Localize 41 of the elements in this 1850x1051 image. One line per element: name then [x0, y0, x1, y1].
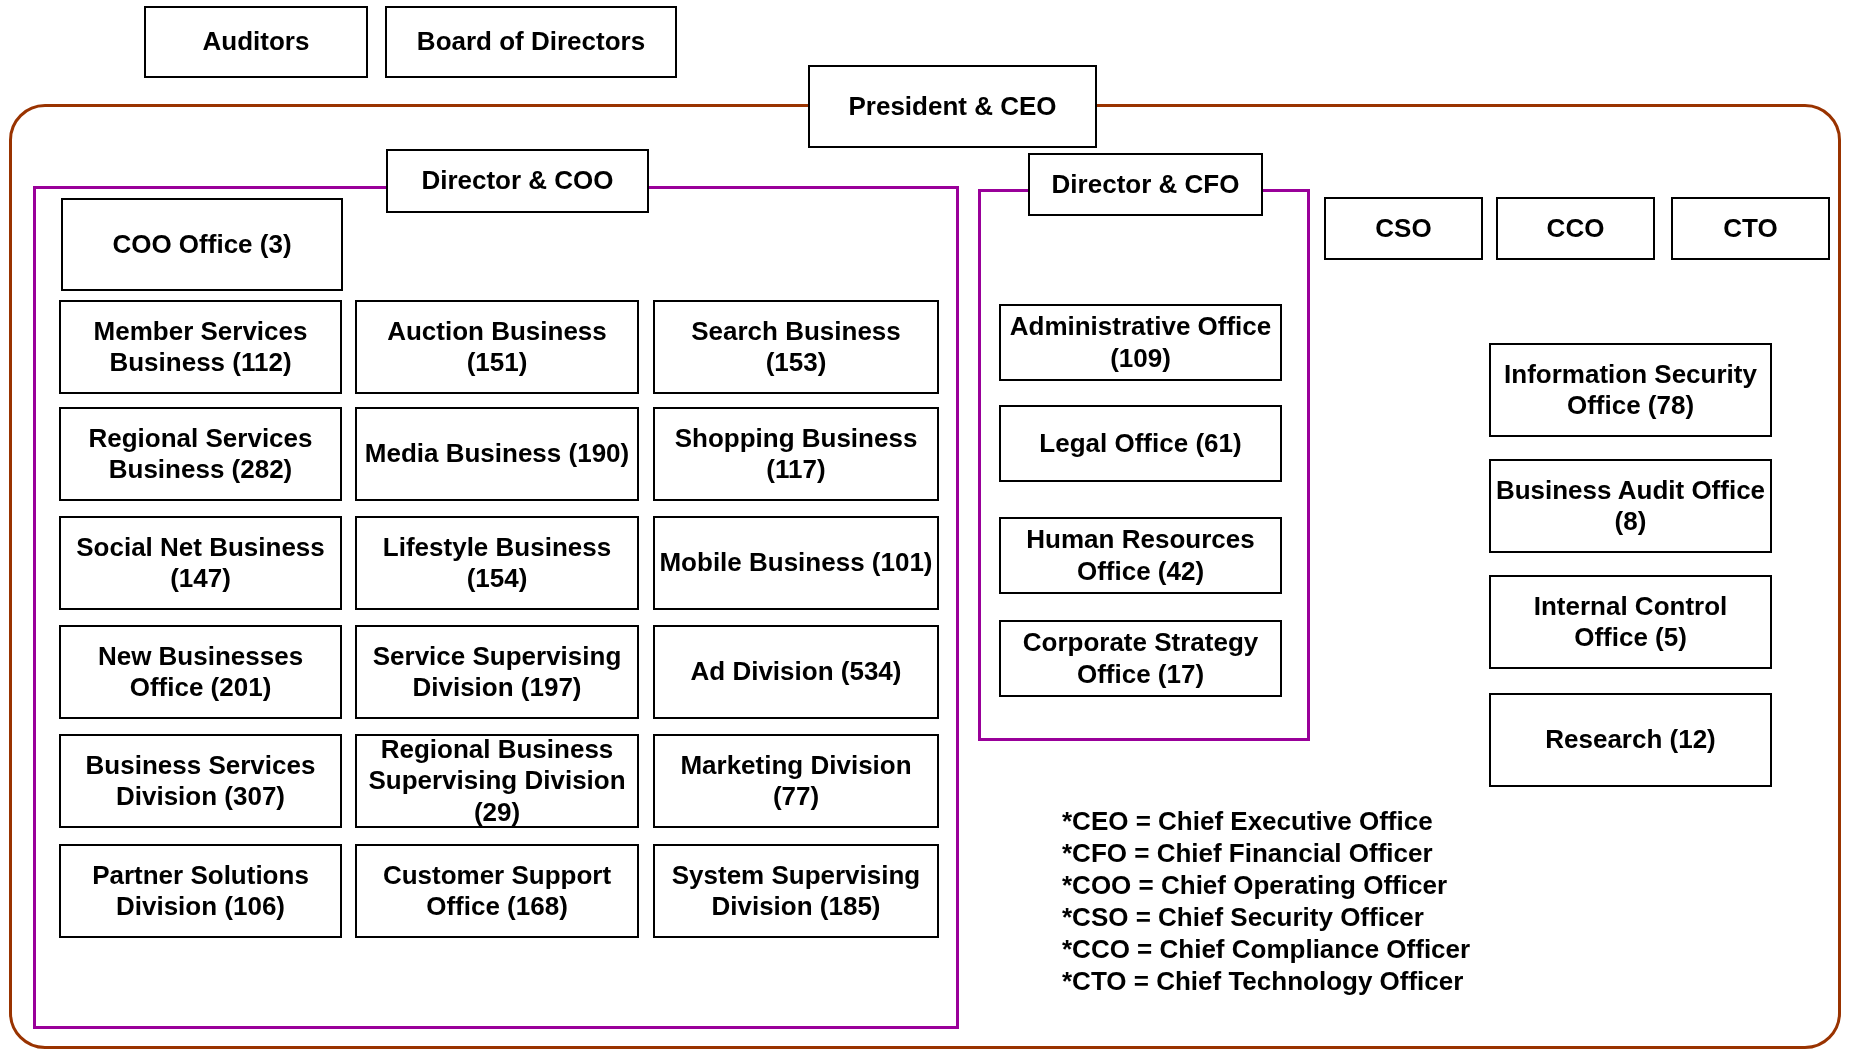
org-unit-box: Social Net Business (147): [59, 516, 342, 610]
org-unit-box: Marketing Division (77): [653, 734, 939, 828]
org-unit-box: Shopping Business (117): [653, 407, 939, 501]
org-unit-box: CCO: [1496, 197, 1655, 260]
org-unit-box: Lifestyle Business (154): [355, 516, 639, 610]
org-unit-box: Business Services Division (307): [59, 734, 342, 828]
org-unit-box: Internal Control Office (5): [1489, 575, 1772, 669]
org-unit-box: Customer Support Office (168): [355, 844, 639, 938]
org-unit-box: System Supervising Division (185): [653, 844, 939, 938]
org-unit-box: Auction Business (151): [355, 300, 639, 394]
abbreviation-note: *CFO = Chief Financial Officer: [1062, 838, 1433, 869]
abbreviation-note: *CTO = Chief Technology Officer: [1062, 966, 1464, 997]
org-unit-box: Mobile Business (101): [653, 516, 939, 610]
org-unit-box: New Businesses Office (201): [59, 625, 342, 719]
org-unit-box: Administrative Office (109): [999, 304, 1282, 381]
org-unit-box: COO Office (3): [61, 198, 343, 291]
org-unit-box: Director & CFO: [1028, 153, 1263, 216]
org-unit-box: Search Business (153): [653, 300, 939, 394]
abbreviation-note: *CCO = Chief Compliance Officer: [1062, 934, 1471, 965]
abbreviation-note: *CEO = Chief Executive Office: [1062, 806, 1433, 837]
abbreviation-note: *CSO = Chief Security Officer: [1062, 902, 1424, 933]
org-unit-box: Legal Office (61): [999, 405, 1282, 482]
org-unit-box: Service Supervising Division (197): [355, 625, 639, 719]
org-unit-box: Auditors: [144, 6, 368, 78]
org-unit-box: Partner Solutions Division (106): [59, 844, 342, 938]
org-unit-box: Regional Services Business (282): [59, 407, 342, 501]
org-unit-box: Business Audit Office (8): [1489, 459, 1772, 553]
abbreviation-note: *COO = Chief Operating Officer: [1062, 870, 1447, 901]
org-unit-box: Corporate Strategy Office (17): [999, 620, 1282, 697]
org-unit-box: President & CEO: [808, 65, 1097, 148]
org-unit-box: Regional Business Supervising Division (29): [355, 734, 639, 828]
org-unit-box: Director & COO: [386, 149, 649, 213]
org-unit-box: Human Resources Office (42): [999, 517, 1282, 594]
org-unit-box: Media Business (190): [355, 407, 639, 501]
org-unit-box: Board of Directors: [385, 6, 677, 78]
org-unit-box: CSO: [1324, 197, 1483, 260]
org-unit-box: CTO: [1671, 197, 1830, 260]
org-unit-box: Research (12): [1489, 693, 1772, 787]
org-unit-box: Ad Division (534): [653, 625, 939, 719]
org-unit-box: Member Services Business (112): [59, 300, 342, 394]
org-unit-box: Information Security Office (78): [1489, 343, 1772, 437]
